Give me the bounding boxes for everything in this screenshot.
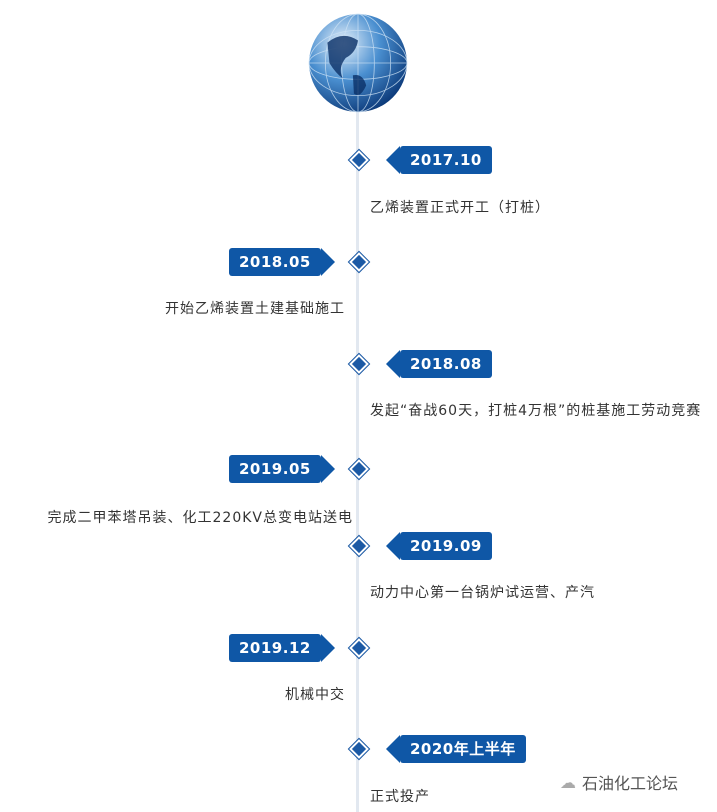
globe-icon — [308, 13, 408, 113]
event-description: 乙烯装置正式开工（打桩） — [370, 200, 550, 216]
date-tag: 2018.05 — [229, 248, 335, 276]
date-tag: 2020年上半年 — [386, 735, 526, 763]
date-tag: 2018.08 — [386, 350, 492, 378]
timeline-marker — [347, 457, 371, 481]
timeline-axis — [356, 100, 359, 812]
timeline-marker — [347, 737, 371, 761]
date-tag: 2017.10 — [386, 146, 492, 174]
date-tag: 2019.12 — [229, 634, 335, 662]
timeline-marker — [347, 636, 371, 660]
event-description: 发起“奋战60天，打桩4万根”的桩基施工劳动竞赛 — [370, 403, 702, 419]
event-description: 动力中心第一台锅炉试运营、产汽 — [370, 585, 595, 601]
watermark: ☁ 石油化工论坛 — [560, 772, 679, 794]
event-description: 正式投产 — [370, 789, 430, 805]
timeline-marker — [347, 250, 371, 274]
timeline-marker — [347, 352, 371, 376]
wechat-icon: ☁ — [560, 772, 576, 792]
event-description: 完成二甲苯塔吊装、化工220KV总变电站送电 — [47, 510, 353, 526]
timeline-marker — [347, 534, 371, 558]
date-tag: 2019.05 — [229, 455, 335, 483]
event-description: 机械中交 — [285, 687, 345, 703]
date-tag: 2019.09 — [386, 532, 492, 560]
timeline-marker — [347, 148, 371, 172]
event-description: 开始乙烯装置土建基础施工 — [165, 301, 345, 317]
